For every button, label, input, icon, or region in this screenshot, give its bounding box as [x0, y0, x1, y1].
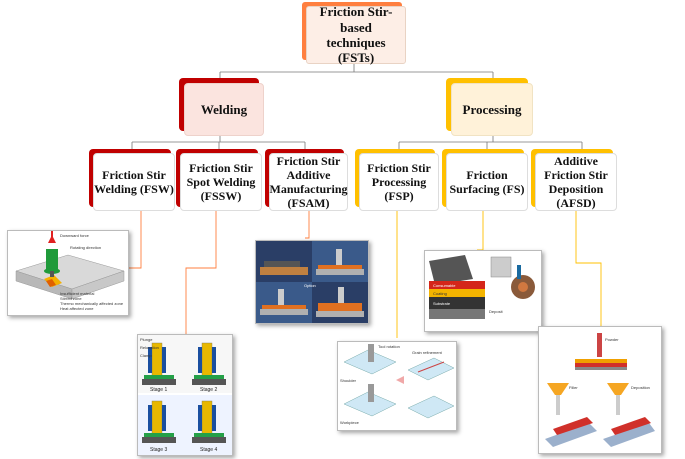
fs-label-consumable: Consumable — [433, 283, 456, 288]
fssw-label-plunge: Plunge — [140, 337, 153, 342]
processing-node: Processing — [451, 83, 533, 136]
fsp-label-workpiece: Workpiece — [340, 420, 360, 425]
fssw-stage-4: Stage 4 — [200, 447, 217, 453]
fs-node: Friction Surfacing (FS) — [446, 153, 528, 211]
afsd-label-deposition: Deposition — [631, 385, 650, 390]
fsw-label-force: Downward force — [60, 233, 90, 238]
root-title: Friction Stir-based techniques (FSTs) — [319, 4, 393, 66]
fssw-title: Friction Stir Spot Welding (FSSW) — [186, 160, 256, 204]
fsp-node: Friction Stir Processing (FSP) — [359, 153, 439, 211]
fsw-label-3: Thermo mechanically affected zone — [60, 301, 124, 306]
afsd-label-powder: Powder — [605, 337, 619, 342]
fssw-stage-2: Stage 2 — [200, 387, 217, 393]
fsw-illustration: Downward force Rotating direction Insuff… — [7, 230, 129, 316]
fssw-node: Friction Stir Spot Welding (FSSW) — [180, 153, 262, 211]
afsd-node: Additive Friction Stir Deposition (AFSD) — [535, 153, 617, 211]
fsam-label-option: Option — [304, 283, 316, 288]
fsp-label-shoulder: Shoulder — [340, 378, 357, 383]
fsw-title: Friction Stir Welding (FSW) — [94, 167, 174, 196]
fsw-label-rotation: Rotating direction — [70, 245, 101, 250]
root-node: Friction Stir-based techniques (FSTs) — [306, 4, 406, 66]
welding-title: Welding — [200, 101, 248, 117]
fsam-node: Friction Stir Additive Manufacturing (FS… — [269, 153, 348, 211]
fs-label-substrate: Substrate — [433, 301, 451, 306]
fsw-label-4: Heat affected zone — [60, 306, 94, 311]
fsw-label-1: Insufficient material — [60, 291, 94, 296]
fsam-title: Friction Stir Additive Manufacturing (FS… — [269, 153, 348, 211]
fs-label-deposit: Deposit — [489, 309, 503, 314]
fsp-label-rotation: Tool rotation — [378, 344, 400, 349]
fssw-label-relocation: Relocation — [140, 345, 159, 350]
welding-image-connectors — [127, 210, 310, 336]
fsw-label-2: Stirred zone — [60, 296, 82, 301]
welding-node: Welding — [184, 83, 264, 136]
processing-title: Processing — [462, 101, 522, 117]
afsd-illustration: Powder Filler Deposition — [538, 326, 662, 454]
fssw-stage-1: Stage 1 — [150, 387, 167, 393]
afsd-title: Additive Friction Stir Deposition (AFSD) — [544, 153, 608, 211]
fsw-node: Friction Stir Welding (FSW) — [93, 153, 175, 211]
fs-title: Friction Surfacing (FS) — [449, 167, 525, 196]
tree-connectors — [131, 64, 583, 155]
fssw-stage-3: Stage 3 — [150, 447, 167, 453]
fs-illustration: Consumable Coating Substrate Deposit — [424, 250, 542, 332]
fsp-illustration: Tool rotation Shoulder Workpiece Grain r… — [337, 341, 457, 431]
fsp-title: Friction Stir Processing (FSP) — [367, 160, 431, 204]
fssw-illustration: Plunge Relocation Clamp Stage 1 Stage 2 … — [137, 334, 233, 456]
fsp-label-grain: Grain refinement — [412, 350, 443, 355]
fs-label-coating: Coating — [433, 291, 447, 296]
fssw-label-clamp: Clamp — [140, 353, 152, 358]
afsd-label-filler: Filler — [569, 385, 578, 390]
fsam-illustration: Option — [255, 240, 369, 324]
